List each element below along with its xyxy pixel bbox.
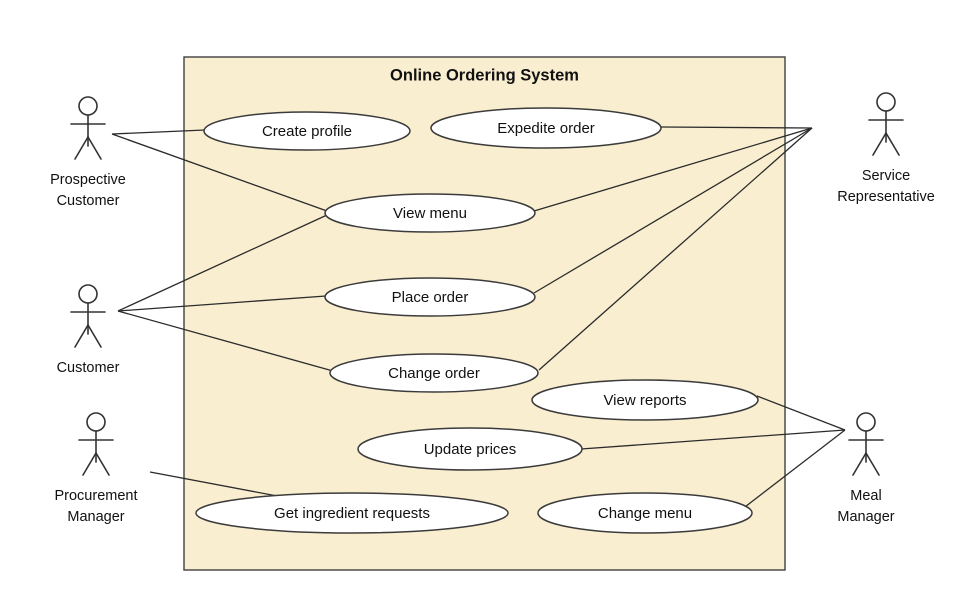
use-case-label: Expedite order (497, 120, 595, 137)
association-service-representative-to-change-order (538, 127, 813, 371)
association-prospective-customer-to-create-profile (111, 129, 206, 135)
association-meal-manager-to-change-menu (740, 429, 846, 511)
use-case-label: Change order (388, 365, 480, 382)
actor-leg-right-icon (87, 136, 102, 160)
use-case-label: View reports (603, 392, 686, 409)
actor-list: ProspectiveCustomerCustomerProcurementMa… (50, 92, 935, 525)
use-case-change-order[interactable]: Change order (329, 353, 539, 393)
actor-label: Customer (57, 360, 120, 376)
use-case-change-menu[interactable]: Change menu (537, 492, 753, 534)
actor-leg-right-icon (885, 132, 900, 156)
association-customer-to-change-order (117, 310, 334, 372)
actor-leg-left-icon (74, 136, 89, 160)
use-case-ellipse (537, 492, 753, 534)
use-case-label: Update prices (424, 441, 517, 458)
use-case-get-ingredient-requests[interactable]: Get ingredient requests (195, 492, 509, 534)
actor-head-icon (78, 284, 98, 304)
use-case-ellipse (324, 193, 536, 233)
actor-label: Representative (837, 189, 935, 205)
actor-leg-right-icon (865, 452, 880, 476)
actor-customer[interactable]: Customer (57, 284, 120, 376)
use-case-ellipse (531, 379, 759, 421)
association-lines (111, 126, 846, 511)
actor-label: Manager (837, 509, 894, 525)
actor-label: Customer (57, 193, 120, 209)
use-case-label: Get ingredient requests (274, 505, 430, 522)
use-case-label: Create profile (262, 123, 352, 140)
association-customer-to-view-menu (117, 214, 328, 312)
use-case-label: Place order (392, 289, 469, 306)
use-case-ellipse (430, 107, 662, 149)
use-case-ellipse (357, 427, 583, 471)
use-case-ellipse (324, 277, 536, 317)
use-case-update-prices[interactable]: Update prices (357, 427, 583, 471)
system-title: Online Ordering System (390, 66, 579, 84)
actor-leg-left-icon (872, 132, 887, 156)
association-meal-manager-to-update-prices (580, 429, 846, 450)
actor-label: Service (862, 168, 910, 184)
use-case-create-profile[interactable]: Create profile (203, 111, 411, 151)
association-service-representative-to-place-order (533, 127, 813, 294)
actor-leg-right-icon (95, 452, 110, 476)
actor-head-icon (876, 92, 896, 112)
actor-leg-left-icon (74, 324, 89, 348)
actor-label: Prospective (50, 172, 126, 188)
use-case-view-reports[interactable]: View reports (531, 379, 759, 421)
actor-label: Procurement (54, 488, 137, 504)
use-case-label: Change menu (598, 505, 692, 522)
use-case-expedite-order[interactable]: Expedite order (430, 107, 662, 149)
actor-head-icon (78, 96, 98, 116)
use-case-place-order[interactable]: Place order (324, 277, 536, 317)
association-prospective-customer-to-view-menu (111, 133, 328, 212)
association-customer-to-place-order (117, 295, 327, 312)
association-service-representative-to-view-menu (533, 127, 813, 212)
actor-label: Manager (67, 509, 124, 525)
association-meal-manager-to-view-reports (756, 395, 846, 431)
use-case-view-menu[interactable]: View menu (324, 193, 536, 233)
actor-head-icon (856, 412, 876, 432)
association-service-representative-to-expedite-order (660, 126, 813, 129)
actor-head-icon (86, 412, 106, 432)
actor-leg-left-icon (82, 452, 97, 476)
use-case-label: View menu (393, 205, 467, 222)
actor-leg-right-icon (87, 324, 102, 348)
actor-leg-left-icon (852, 452, 867, 476)
use-case-ellipse (203, 111, 411, 151)
actor-label: Meal (850, 488, 881, 504)
use-case-ellipse (329, 353, 539, 393)
use-case-ellipse (195, 492, 509, 534)
